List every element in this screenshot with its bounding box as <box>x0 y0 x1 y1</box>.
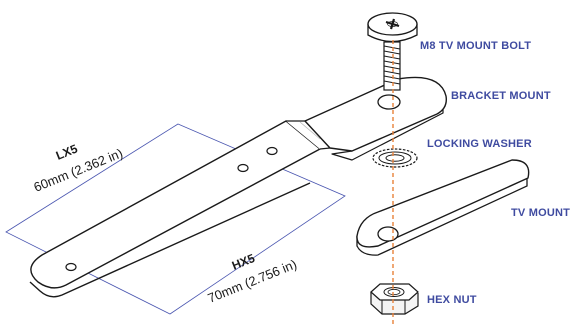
bracket-plate-icon <box>29 120 332 298</box>
dimension-box <box>5 123 346 315</box>
callout-bracket: BRACKET MOUNT <box>451 90 551 102</box>
dimension-lx-name: LX5 <box>54 141 80 162</box>
dimension-hx: HX5 <box>230 251 257 273</box>
phillips-bolt-icon <box>367 12 418 91</box>
callout-nut: HEX NUT <box>427 294 477 306</box>
callout-bolt: M8 TV MOUNT BOLT <box>420 40 531 52</box>
bracket-tab-icon <box>304 76 447 161</box>
callout-tv-mount: TV MOUNT <box>511 207 570 219</box>
tv-mount-strip-icon <box>356 159 530 256</box>
dimension-lx: LX5 <box>54 141 80 162</box>
callout-washer: LOCKING WASHER <box>427 138 532 150</box>
hex-nut-icon <box>370 283 419 315</box>
lock-washer-icon <box>372 148 418 168</box>
dimension-hx-name: HX5 <box>230 251 257 273</box>
